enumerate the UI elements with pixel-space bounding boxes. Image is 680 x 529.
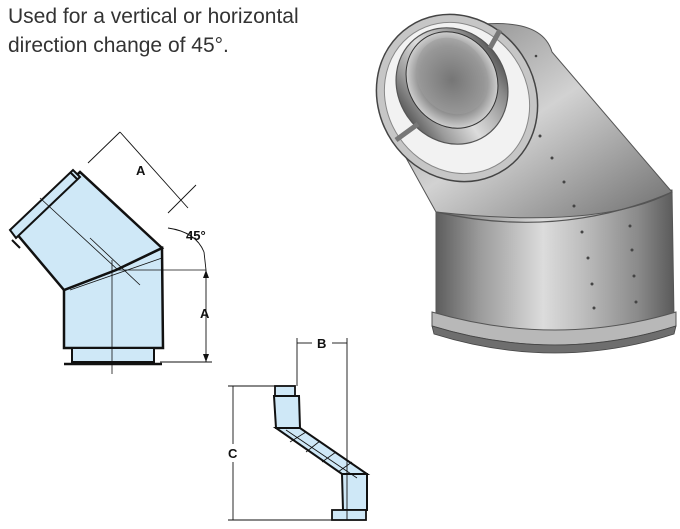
elbow-angle-label: 45° — [186, 228, 206, 243]
offset-top-section — [272, 395, 302, 429]
elbow-bottom-collar — [71, 347, 155, 363]
elbow-dim-a-top: A — [136, 163, 146, 178]
caption: Used for a vertical or horizontal direct… — [8, 2, 388, 60]
elbow-diagram — [8, 131, 212, 374]
caption-line-2: direction change of 45°. — [8, 34, 229, 57]
caption-line-1: Used for a vertical or horizontal — [8, 5, 299, 28]
offset-dim-b: B — [317, 336, 326, 351]
rivets — [498, 54, 638, 310]
offset-dim-c: C — [228, 446, 238, 461]
elbow-pipe-photo — [375, 13, 677, 354]
elbow-dim-a-right: A — [200, 306, 210, 321]
offset-bottom-section — [340, 473, 368, 511]
elbow-upper-collar — [8, 168, 82, 240]
offset-middle-section — [272, 427, 371, 475]
offset-diagram — [228, 338, 371, 521]
